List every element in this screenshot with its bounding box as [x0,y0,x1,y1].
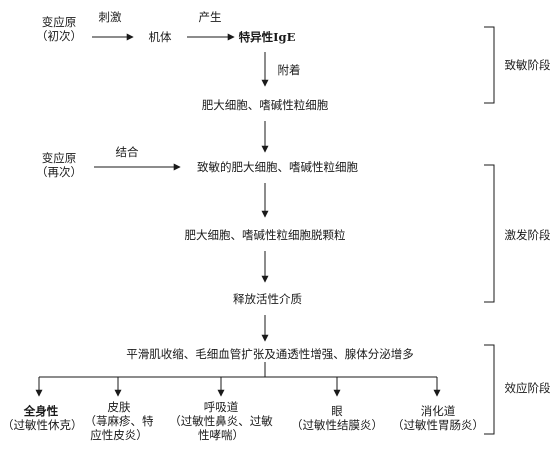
edge-label-produce: 产生 [198,10,222,24]
outcome-digestive: 消化道 （过敏性胃肠炎） [392,404,484,432]
bracket-sensitization [484,26,495,104]
bracket-effector [484,344,495,435]
stage-label-effector: 效应阶段 [504,381,551,395]
edge-label-stimulate: 刺激 [98,10,122,24]
node-body: 机体 [148,30,172,44]
edge-label-attach: 附着 [277,63,301,77]
outcome-skin: 皮肤 （荨麻疹、特 应性皮炎） [84,400,154,442]
bracket-excitation [484,164,495,303]
node-allergen-first: 变应原 （初次） [36,15,82,43]
node-specific-ige: 特异性IgE [238,30,296,44]
edge-label-bind: 结合 [115,145,139,159]
node-sensitized-cells: 致敏的肥大细胞、嗜碱性粒细胞 [197,160,358,174]
outcome-respiratory: 呼吸道 （过敏性鼻炎、过敏 性哮喘） [169,400,273,442]
node-allergen-second: 变应原 （再次） [36,151,82,179]
stage-label-excitation: 激发阶段 [504,228,551,242]
stage-label-sensitization: 致敏阶段 [504,58,551,72]
outcome-eye: 眼 （过敏性结膜炎） [291,404,383,432]
node-degranulation: 肥大细胞、嗜碱性粒细胞脱颗粒 [184,228,346,242]
node-effects: 平滑肌收缩、毛细血管扩张及通透性增强、腺体分泌增多 [126,347,414,361]
outcome-systemic: 全身性 （过敏性休克） [2,404,83,432]
node-mast-basophil: 肥大细胞、嗜碱性粒细胞 [201,98,329,112]
node-active-mediators: 释放活性介质 [233,292,302,306]
